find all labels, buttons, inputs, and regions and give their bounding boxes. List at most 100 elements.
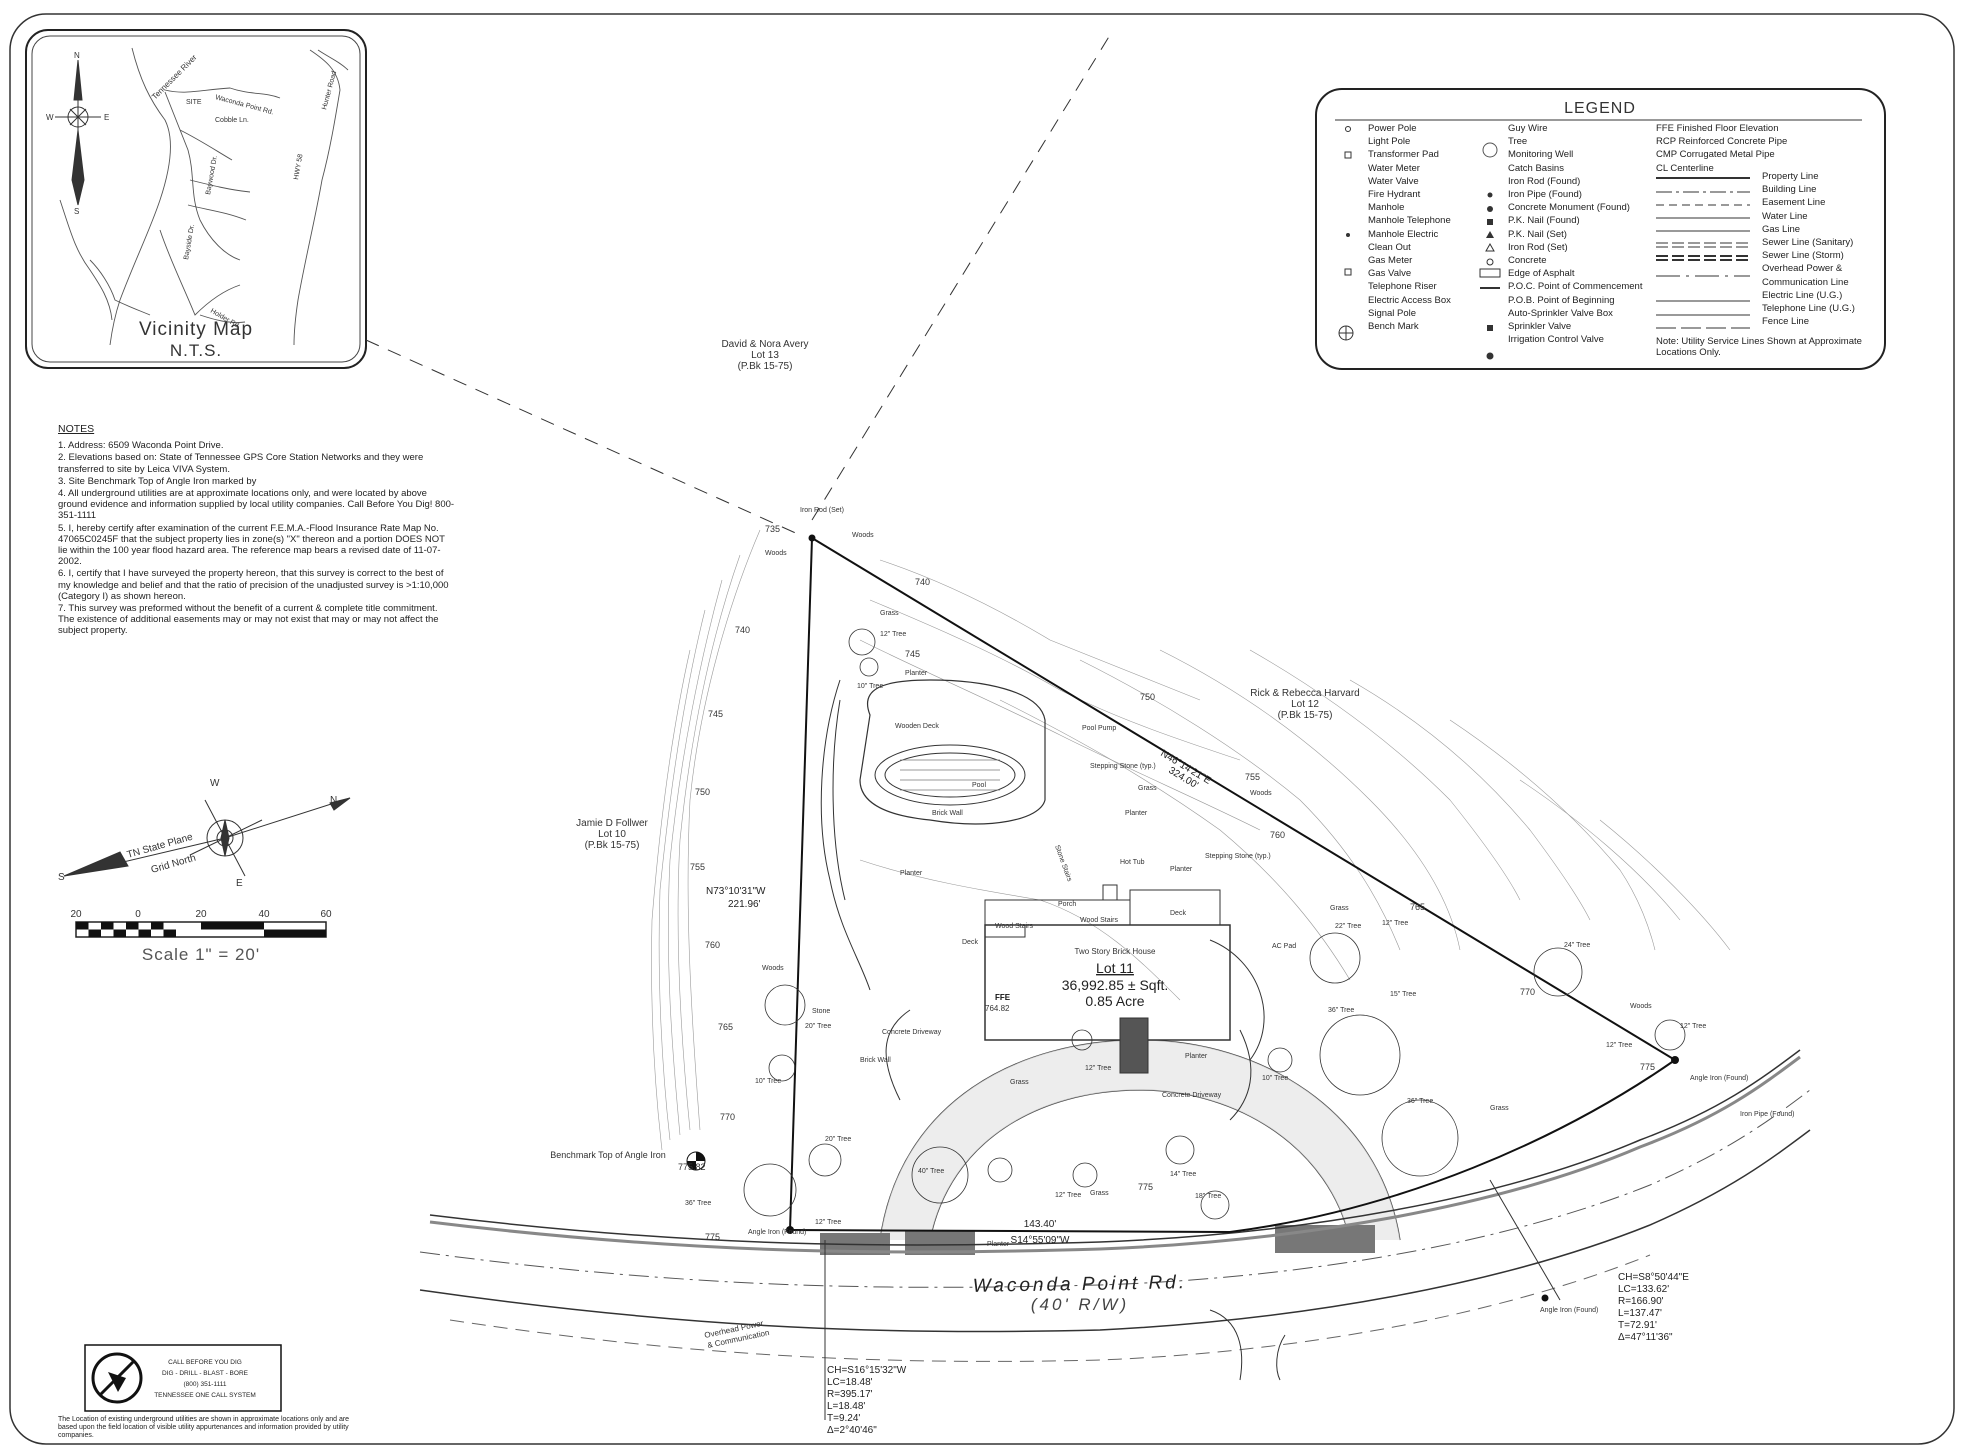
- property-boundary: [786, 534, 1679, 1420]
- curve-right-lc: LC=133.62': [1618, 1284, 1669, 1295]
- callout-planter-2: Planter: [1170, 866, 1193, 873]
- legend-item-col1-8: Manhole Telephone: [1368, 215, 1451, 227]
- legend-item-line-10: Electric Line (U.G.): [1762, 289, 1843, 301]
- note-1: 1. Address: 6509 Waconda Point Drive.: [58, 440, 224, 452]
- contour-label-17: 775: [1138, 1182, 1153, 1192]
- callout-stepping-1: Stepping Stone (typ.): [1090, 763, 1156, 770]
- note-7: 7. This survey was preformed without the…: [58, 603, 439, 637]
- callout-pool: Pool: [972, 782, 986, 789]
- scale-tick-3: 20: [195, 909, 207, 920]
- lot10-owner: Jamie D Follwer: [576, 818, 648, 829]
- legend-item-abbr-2: RCP Reinforced Concrete Pipe: [1656, 136, 1788, 148]
- north-n: N: [330, 795, 337, 806]
- legend-item-abbr-1: FFE Finished Floor Elevation: [1656, 123, 1779, 134]
- callout-wood-stairs-1: Wood Stairs: [995, 923, 1033, 930]
- legend-item-col1-13: Telephone Riser: [1368, 281, 1437, 293]
- benchmark-label: Benchmark Top of Angle Iron: [550, 1150, 665, 1160]
- callout-tree-18: 18" Tree: [1195, 1193, 1221, 1200]
- lot-name: Lot 11: [1096, 960, 1134, 976]
- legend-item-col2-1: Guy Wire: [1508, 123, 1548, 134]
- legend-item-col1-6: Fire Hydrant: [1368, 189, 1421, 201]
- callout-grass-3: Grass: [1330, 905, 1349, 912]
- call-l1: CALL BEFORE YOU DIG: [168, 1359, 242, 1366]
- curve-left-data: CH=S16°15'32"W LC=18.48' R=395.17' L=18.…: [827, 1365, 907, 1436]
- vicinity-west: W: [46, 113, 54, 122]
- legend-item-line-2: Building Line: [1762, 184, 1817, 196]
- vicinity-hunter: Hunter Road: [321, 70, 338, 110]
- curve-right-r: R=166.90': [1618, 1296, 1664, 1307]
- callout-tree-36c: 36" Tree: [685, 1200, 711, 1207]
- legend-item-col1-7: Manhole: [1368, 202, 1405, 214]
- lot13-owner: David & Nora Avery: [721, 339, 808, 350]
- callout-pool-pump: Pool Pump: [1082, 725, 1116, 732]
- legend-item-col1-4: Water Meter: [1368, 162, 1420, 174]
- curve-right-data: CH=S8°50'44"E LC=133.62' R=166.90' L=137…: [1618, 1272, 1689, 1343]
- lot13-lot: Lot 13: [751, 350, 779, 361]
- callout-angle-iron-2: Angle Iron (Found): [748, 1229, 806, 1236]
- legend-item-line-1: Property Line: [1762, 171, 1819, 182]
- vicinity-south: S: [74, 207, 79, 216]
- callout-tree-12c: 12" Tree: [1606, 1042, 1632, 1049]
- scale-tick-1: 20: [70, 909, 82, 920]
- contour-label-16: 775: [1640, 1062, 1655, 1072]
- legend-item-col2-12: Edge of Asphalt: [1508, 268, 1575, 280]
- vicinity-map-title: Vicinity Map: [139, 319, 253, 340]
- scale-bar: 20 0 20 40 60 Scale 1" = 20': [70, 909, 332, 964]
- legend-item-col1-10: Clean Out: [1368, 241, 1411, 253]
- lot10-lot: Lot 10: [598, 829, 626, 840]
- benchmark-icon: [686, 1151, 706, 1171]
- contour-label-10: 760: [705, 940, 720, 950]
- callout-planter-4: Planter: [905, 670, 928, 677]
- callout-tree-10c: 10" Tree: [1262, 1075, 1288, 1082]
- vicinity-site: SITE: [186, 99, 202, 106]
- legend-symbols: [1338, 126, 1501, 360]
- bearing-west: N73°10'31"W: [706, 886, 766, 897]
- note-6: 6. I, certify that I have surveyed the p…: [58, 568, 449, 602]
- legend-item-col1-5: Water Valve: [1368, 175, 1419, 187]
- legend-item-col2-4: Catch Basins: [1508, 162, 1564, 174]
- legend-item-col1-15: Signal Pole: [1368, 307, 1417, 319]
- callout-tree-10a: 10" Tree: [857, 683, 883, 690]
- legend-item-line-8: Overhead Power &: [1762, 263, 1843, 275]
- vicinity-cobble: Cobble Ln.: [215, 117, 249, 124]
- ffe-label: FFE: [995, 993, 1011, 1002]
- callout-driveway-1: Concrete Driveway: [882, 1029, 942, 1036]
- callout-tree-36a: 36" Tree: [1328, 1007, 1354, 1014]
- legend-item-col1-16: Bench Mark: [1368, 321, 1419, 333]
- legend-item-col2-6: Iron Pipe (Found): [1508, 189, 1582, 201]
- legend-item-col1-3: Transformer Pad: [1368, 149, 1439, 161]
- curve-right-t: T=72.91': [1618, 1320, 1657, 1331]
- contour-label-3: 740: [915, 577, 930, 587]
- legend-item-col1-2: Light Pole: [1368, 136, 1411, 148]
- callout-planter-6: Planter: [987, 1241, 1010, 1248]
- legend-item-col1-12: Gas Valve: [1368, 268, 1412, 280]
- callout-planter-3: Planter: [1125, 810, 1148, 817]
- callout-woods-1: Woods: [765, 550, 787, 557]
- call-l2: DIG - DRILL - BLAST - BORE: [162, 1370, 249, 1377]
- callout-tree-12d: 12" Tree: [1055, 1192, 1081, 1199]
- contour-label-15: 770: [1520, 987, 1535, 997]
- callout-ac-pad: AC Pad: [1272, 943, 1296, 950]
- legend-item-col2-17: Irrigation Control Valve: [1508, 334, 1604, 346]
- legend-title: LEGEND: [1564, 100, 1636, 117]
- callout-driveway-2: Concrete Driveway: [1162, 1092, 1222, 1099]
- lot12-owner: Rick & Rebecca Harvard: [1250, 688, 1359, 699]
- scale-tick-4: 40: [258, 909, 270, 920]
- contour-labels: 735 740 740 745 745 750 750 755 755 760 …: [690, 524, 1655, 1242]
- vicinity-hwy58: HWY 58: [293, 153, 304, 180]
- callout-wood-stairs-2: Wood Stairs: [1080, 917, 1118, 924]
- callout-tree-22: 22" Tree: [1335, 923, 1361, 930]
- callout-planter-5: Planter: [1185, 1053, 1208, 1060]
- legend-item-col2-16: Sprinkler Valve: [1508, 321, 1572, 333]
- contour-label-13: 765: [1410, 902, 1425, 912]
- call-before-dig-box: [84, 1344, 282, 1412]
- contour-label-9: 755: [1245, 772, 1260, 782]
- north-e: E: [236, 878, 243, 889]
- callout-tree-20a: 20" Tree: [805, 1023, 831, 1030]
- ffe-value: 764.82: [985, 1004, 1010, 1013]
- curve-left-ch: CH=S16°15'32"W: [827, 1365, 907, 1376]
- curve-left-l: L=18.48': [827, 1401, 865, 1412]
